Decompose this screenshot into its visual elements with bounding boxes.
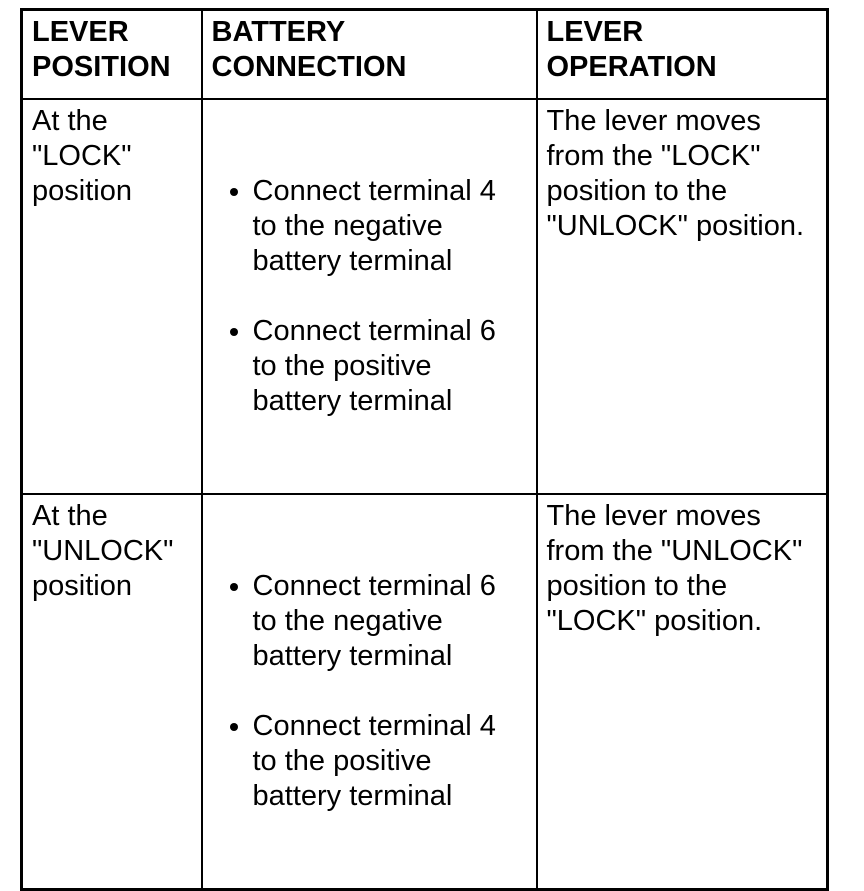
table-row-unlock: At the "UNLOCK" position Connect termina… xyxy=(20,492,829,890)
lever-operation-table: LEVER POSITION BATTERY CONNECTION LEVER … xyxy=(20,8,829,891)
cell-lever-position-unlock: At the "UNLOCK" position xyxy=(20,492,203,890)
table-row-lock: At the "LOCK" position Connect terminal … xyxy=(20,97,829,495)
list-item: Connect terminal 4 to the positive batte… xyxy=(253,709,530,814)
list-item: Connect terminal 6 to the positive batte… xyxy=(253,314,530,419)
battery-connection-list: Connect terminal 6 to the negative batte… xyxy=(212,534,530,849)
list-item: Connect terminal 6 to the negative batte… xyxy=(253,569,530,674)
col-header-lever-position: LEVER POSITION xyxy=(20,8,203,100)
cell-lever-operation-unlock: The lever moves from the "UNLOCK" positi… xyxy=(535,492,829,890)
cell-battery-connection-lock: Connect terminal 4 to the negative batte… xyxy=(200,97,538,495)
cell-lever-position-lock: At the "LOCK" position xyxy=(20,97,203,495)
table-header-row: LEVER POSITION BATTERY CONNECTION LEVER … xyxy=(20,8,829,100)
list-item: Connect terminal 4 to the negative batte… xyxy=(253,174,530,279)
cell-battery-connection-unlock: Connect terminal 6 to the negative batte… xyxy=(200,492,538,890)
col-header-lever-operation: LEVER OPERATION xyxy=(535,8,829,100)
col-header-battery-connection: BATTERY CONNECTION xyxy=(200,8,538,100)
battery-connection-list: Connect terminal 4 to the negative batte… xyxy=(212,139,530,454)
cell-lever-operation-lock: The lever moves from the "LOCK" position… xyxy=(535,97,829,495)
